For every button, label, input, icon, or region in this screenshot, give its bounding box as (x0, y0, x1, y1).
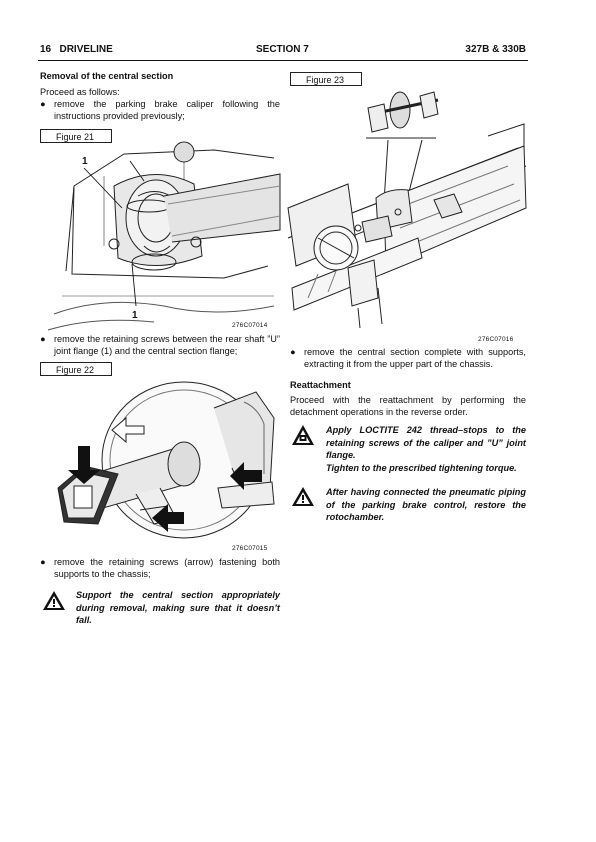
warning-triangle-icon (292, 487, 314, 506)
figure21-callout-bottom: 1 (132, 310, 138, 321)
header-rule (38, 60, 528, 61)
torque-warning-icon (292, 425, 314, 445)
figure21-callout-top: 1 (82, 156, 88, 167)
bullet-icon: ● (40, 99, 46, 109)
reattachment-heading: Reattachment (290, 380, 351, 390)
figure22-label: Figure 22 (40, 362, 112, 376)
intro-text: Proceed as follows: (40, 87, 120, 97)
figure23-code: 276C07016 (478, 336, 514, 343)
bullet-icon: ● (290, 347, 296, 357)
warning-support-text: Support the central section appropriatel… (76, 590, 280, 626)
model-numbers: 327B & 330B (465, 44, 526, 55)
warning-triangle-icon (43, 591, 65, 610)
figure21-code: 276C07014 (232, 322, 268, 329)
figure21-illustration (47, 141, 281, 331)
bullet-remove-support-screws: ● remove the retaining screws (arrow) fa… (40, 557, 280, 580)
figure21-label: Figure 21 (40, 129, 112, 143)
page-header: 16 DRIVELINE SECTION 7 327B & 330B (40, 44, 526, 58)
figure22-code: 276C07015 (232, 545, 268, 552)
torque-instruction: Tighten to the prescribed tightening tor… (326, 462, 517, 473)
removal-heading: Removal of the central section (40, 71, 174, 81)
figure22-illustration (57, 381, 275, 539)
loctite-warning-text: Apply LOCTITE 242 thread–stops to the re… (326, 425, 526, 473)
figure23-illustration (287, 91, 527, 329)
bullet-icon: ● (40, 557, 46, 567)
bullet-remove-screws: ● remove the retaining screws between th… (40, 334, 280, 357)
bullet-remove-caliper: ● remove the parking brake caliper follo… (40, 99, 280, 122)
bullet-icon: ● (40, 334, 46, 344)
reattachment-text: Proceed with the reattachment by perform… (290, 395, 526, 418)
figure23-label: Figure 23 (290, 72, 362, 86)
pneumatic-warning-text: After having connected the pneumatic pip… (326, 487, 526, 523)
bullet-remove-central-section: ● remove the central section complete wi… (290, 347, 526, 370)
section-title: SECTION 7 (256, 44, 309, 55)
page-number-section: 16 DRIVELINE (40, 44, 113, 55)
